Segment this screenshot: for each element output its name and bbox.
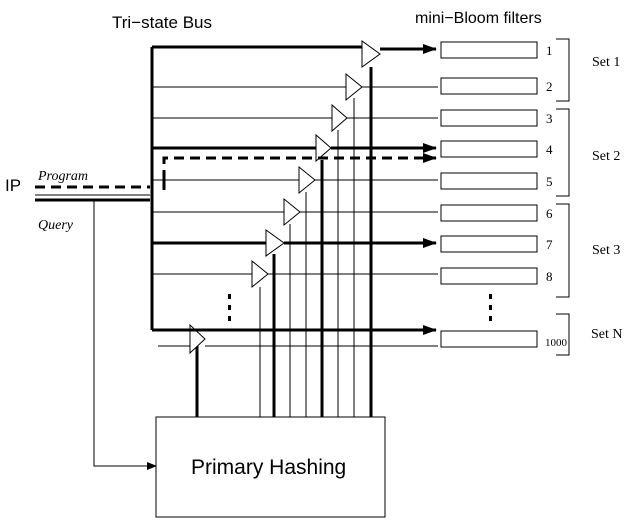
buffer-1 — [361, 40, 381, 68]
filter-box-8 — [440, 267, 538, 285]
program-path — [35, 153, 437, 189]
filter-num-1: 1 — [546, 43, 553, 58]
filter-num-7: 7 — [546, 237, 553, 252]
filter-num-6: 6 — [546, 206, 553, 221]
set-bracket-2 — [556, 108, 570, 197]
filter-num-5: 5 — [546, 174, 553, 189]
filter-arrows — [190, 44, 438, 347]
buffer-2 — [345, 72, 363, 102]
set-label-3: Set 3 — [592, 243, 620, 258]
set-bracket-1 — [556, 38, 570, 102]
set-label-2: Set 2 — [592, 149, 620, 164]
primary-hashing-label: Primary Hashing — [191, 456, 346, 479]
filter-box-2 — [440, 77, 538, 95]
set-bracket-n — [556, 313, 570, 356]
bus-rows-thick — [152, 146, 316, 245]
filter-num-8: 8 — [546, 269, 553, 284]
filter-num-2: 2 — [546, 79, 553, 94]
bus-rows — [152, 86, 346, 347]
program-label: Program — [37, 169, 88, 184]
filter-box-6 — [440, 204, 538, 222]
bus-frame — [150, 45, 362, 332]
filter-box-5 — [440, 172, 538, 190]
set-label-1: Set 1 — [592, 55, 620, 70]
query-path — [35, 194, 157, 470]
filter-boxes — [440, 41, 538, 348]
filter-num-3: 3 — [546, 111, 553, 126]
query-label: Query — [38, 218, 74, 233]
buffer-8 — [251, 259, 269, 289]
buffer-6 — [283, 197, 301, 227]
set-label-n: Set N — [591, 327, 623, 342]
ellipsis-dots — [228, 294, 492, 321]
filter-box-n — [440, 330, 538, 348]
set-brackets — [556, 38, 570, 356]
filter-box-7 — [440, 235, 538, 253]
filter-num-4: 4 — [546, 142, 553, 157]
buffer-4 — [315, 133, 332, 163]
buffer-n — [189, 323, 206, 355]
buffer-7 — [265, 229, 285, 257]
ip-label: IP — [5, 176, 21, 195]
filter-box-3 — [440, 109, 538, 127]
filter-num-n: 1000 — [545, 337, 568, 349]
filter-box-4 — [440, 140, 538, 158]
set-bracket-3 — [556, 203, 570, 298]
buffer-3 — [331, 103, 348, 133]
filter-box-1 — [440, 41, 538, 59]
bus-title: Tri−state Bus — [112, 13, 212, 32]
filters-title: mini−Bloom filters — [415, 10, 542, 27]
primary-hashing-box — [155, 416, 386, 518]
buffer-5 — [298, 165, 316, 195]
tristate-buffers — [189, 40, 381, 355]
